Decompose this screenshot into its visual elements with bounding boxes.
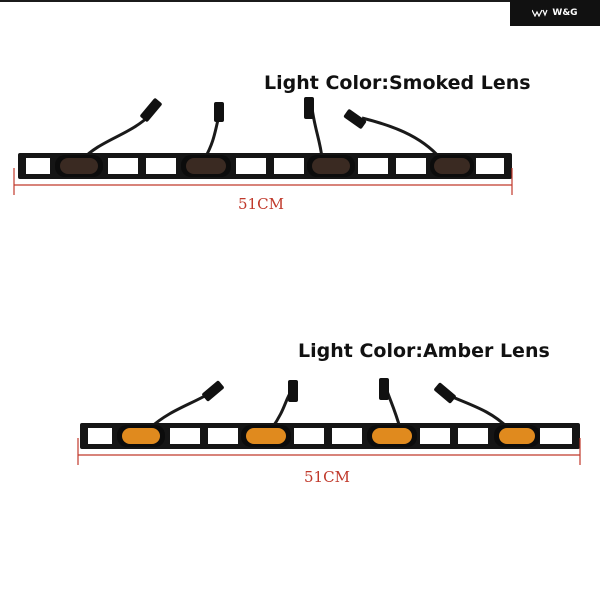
product-caption-amber: Light Color:Amber Lens <box>298 340 550 362</box>
connector-plugs-amber <box>202 378 456 404</box>
brand-logo-icon <box>532 9 548 17</box>
dimension-line-amber <box>77 438 581 465</box>
dimension-line-smoked <box>13 168 513 195</box>
lens-housings-amber <box>117 425 540 447</box>
brand-badge: W&G <box>510 0 600 26</box>
bar-body-amber <box>80 423 580 449</box>
lens-housings-smoked <box>55 155 474 177</box>
dimension-label-smoked: 51CM <box>238 195 284 213</box>
product-caption-smoked: Light Color:Smoked Lens <box>264 72 531 94</box>
bar-windows-amber <box>88 428 572 444</box>
bar-windows-smoked <box>26 158 504 174</box>
brand-logo-text: W&G <box>552 8 578 18</box>
connector-plugs-smoked <box>140 97 367 129</box>
top-rule <box>0 0 510 2</box>
dimension-label-amber: 51CM <box>304 468 350 486</box>
